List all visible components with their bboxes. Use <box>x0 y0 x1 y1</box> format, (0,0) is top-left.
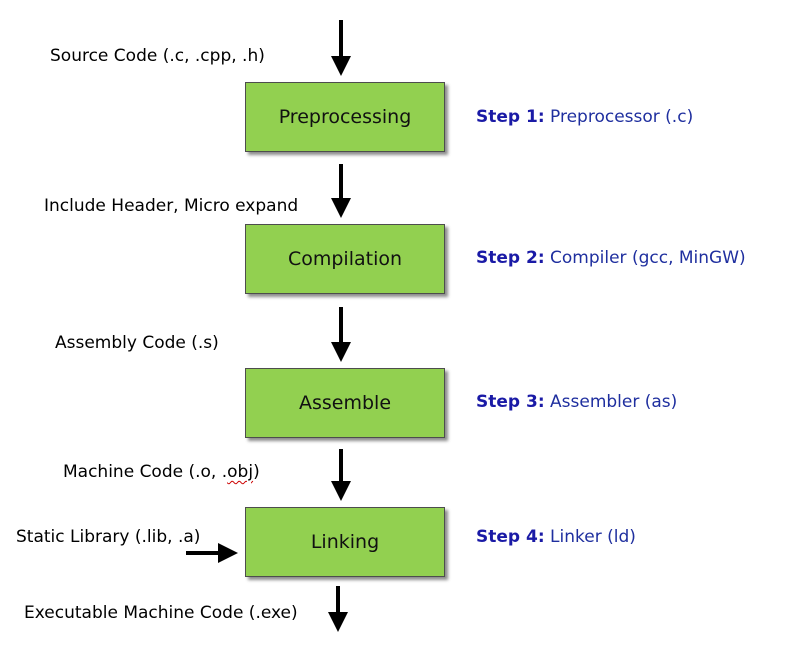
spellcheck-flagged-word: obj <box>227 462 254 482</box>
step-2-number: Step 2: <box>476 248 545 268</box>
step-1-number: Step 1: <box>476 107 545 127</box>
step-4-label: Step 4: Linker (ld) <box>476 527 636 547</box>
step-2-tool: Compiler (gcc, MinGW) <box>550 248 746 268</box>
machine-code-suffix: ) <box>253 462 260 482</box>
step-4-tool: Linker (ld) <box>550 527 636 547</box>
step-3-label: Step 3: Assembler (as) <box>476 392 677 412</box>
step-1-tool: Preprocessor (.c) <box>550 107 694 127</box>
static-library-label: Static Library (.lib, .a) <box>16 527 201 547</box>
source-code-label: Source Code (.c, .cpp, .h) <box>50 46 265 66</box>
stage-linking: Linking <box>245 507 445 577</box>
step-1-label: Step 1: Preprocessor (.c) <box>476 107 693 127</box>
assembly-code-label: Assembly Code (.s) <box>55 333 219 353</box>
stage-compilation: Compilation <box>245 224 445 294</box>
step-2-label: Step 2: Compiler (gcc, MinGW) <box>476 248 746 268</box>
machine-code-prefix: Machine Code (.o, . <box>63 462 228 482</box>
include-header-label: Include Header, Micro expand <box>44 196 299 216</box>
stage-assemble: Assemble <box>245 368 445 438</box>
step-4-number: Step 4: <box>476 527 545 547</box>
step-3-tool: Assembler (as) <box>550 392 678 412</box>
executable-label: Executable Machine Code (.exe) <box>24 603 298 623</box>
machine-code-label: Machine Code (.o, .obj) <box>63 462 260 482</box>
stage-preprocessing: Preprocessing <box>245 82 445 152</box>
step-3-number: Step 3: <box>476 392 545 412</box>
